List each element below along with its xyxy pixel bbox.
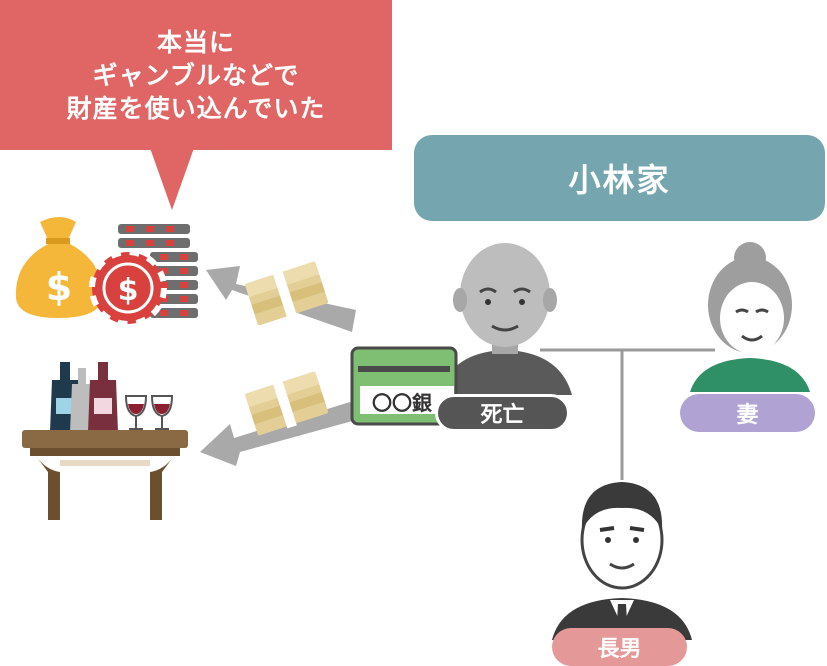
svg-text:$: $: [46, 265, 72, 309]
speech-bubble: 本当に ギャンブルなどで 財産を使い込んでいた: [0, 0, 392, 150]
svg-text:$: $: [118, 273, 139, 308]
family-title: 小林家: [414, 135, 825, 221]
speech-line-2: ギャンブルなどで: [92, 60, 300, 90]
cash-bundle-icon: [245, 261, 329, 436]
label-deceased: 死亡: [435, 394, 570, 432]
money-bag-icon: $: [15, 217, 103, 318]
bankbook-label: 〇〇銀: [372, 391, 432, 415]
bottles-table-icon: [22, 362, 188, 520]
casino-chip-icon: $: [89, 249, 167, 327]
family-tree-lines: [540, 348, 715, 480]
speech-line-3: 財産を使い込んでいた: [66, 93, 326, 123]
eldest-son-avatar: [552, 482, 692, 640]
deceased-man-avatar: [440, 243, 572, 395]
speech-bubble-tail: [150, 148, 194, 210]
label-eldest-son: 長男: [552, 628, 687, 666]
label-wife: 妻: [680, 394, 815, 432]
wife-avatar: [690, 242, 810, 392]
speech-line-1: 本当に: [156, 27, 235, 57]
